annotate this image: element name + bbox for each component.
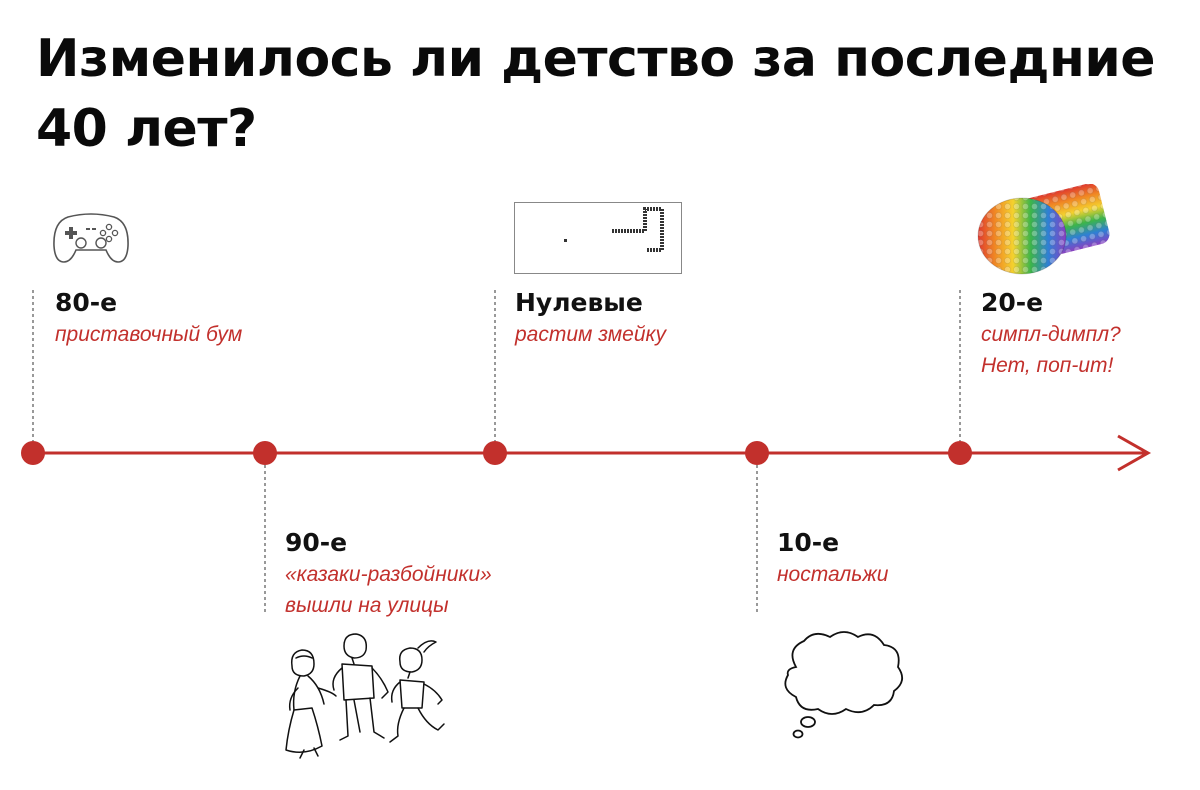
- timeline-dot-20s: [948, 441, 972, 465]
- timeline-dot-90s: [253, 441, 277, 465]
- era-name: 90-е: [285, 528, 348, 557]
- pop-it-toy-icon: [977, 184, 1110, 275]
- children-playing-icon: [285, 633, 445, 759]
- era-10s: 10-е ностальжи: [777, 527, 888, 590]
- era-name: Нулевые: [515, 288, 643, 317]
- snake-game-icon: [514, 202, 682, 274]
- era-desc-line: ностальжи: [777, 563, 889, 586]
- page-title: Изменилось ли детство за последние 40 ле…: [36, 29, 1156, 159]
- gamepad-icon: [53, 213, 129, 263]
- era-desc-line: Нет, поп-ит!: [981, 354, 1114, 377]
- era-name: 20-е: [981, 288, 1044, 317]
- era-20s: 20-е симпл-димпл? Нет, поп-ит!: [981, 287, 1121, 381]
- era-name: 10-е: [777, 528, 840, 557]
- era-name: 80-е: [55, 288, 118, 317]
- era-90s: 90-е «казаки-разбойники» вышли на улицы: [285, 527, 492, 621]
- era-desc-line: растим змейку: [515, 323, 666, 346]
- timeline-dot-10s: [745, 441, 769, 465]
- era-80s: 80-е приставочный бум: [55, 287, 242, 350]
- era-00s: Нулевые растим змейку: [515, 287, 666, 350]
- timeline-dot-80s: [21, 441, 45, 465]
- timeline-dot-00s: [483, 441, 507, 465]
- timeline-arrowhead: [1117, 434, 1152, 472]
- era-desc-line: вышли на улицы: [285, 594, 449, 617]
- era-desc-line: «казаки-разбойники»: [285, 563, 492, 586]
- era-desc-line: приставочный бум: [55, 323, 243, 346]
- era-desc-line: симпл-димпл?: [981, 323, 1121, 346]
- thought-cloud-icon: [784, 631, 904, 739]
